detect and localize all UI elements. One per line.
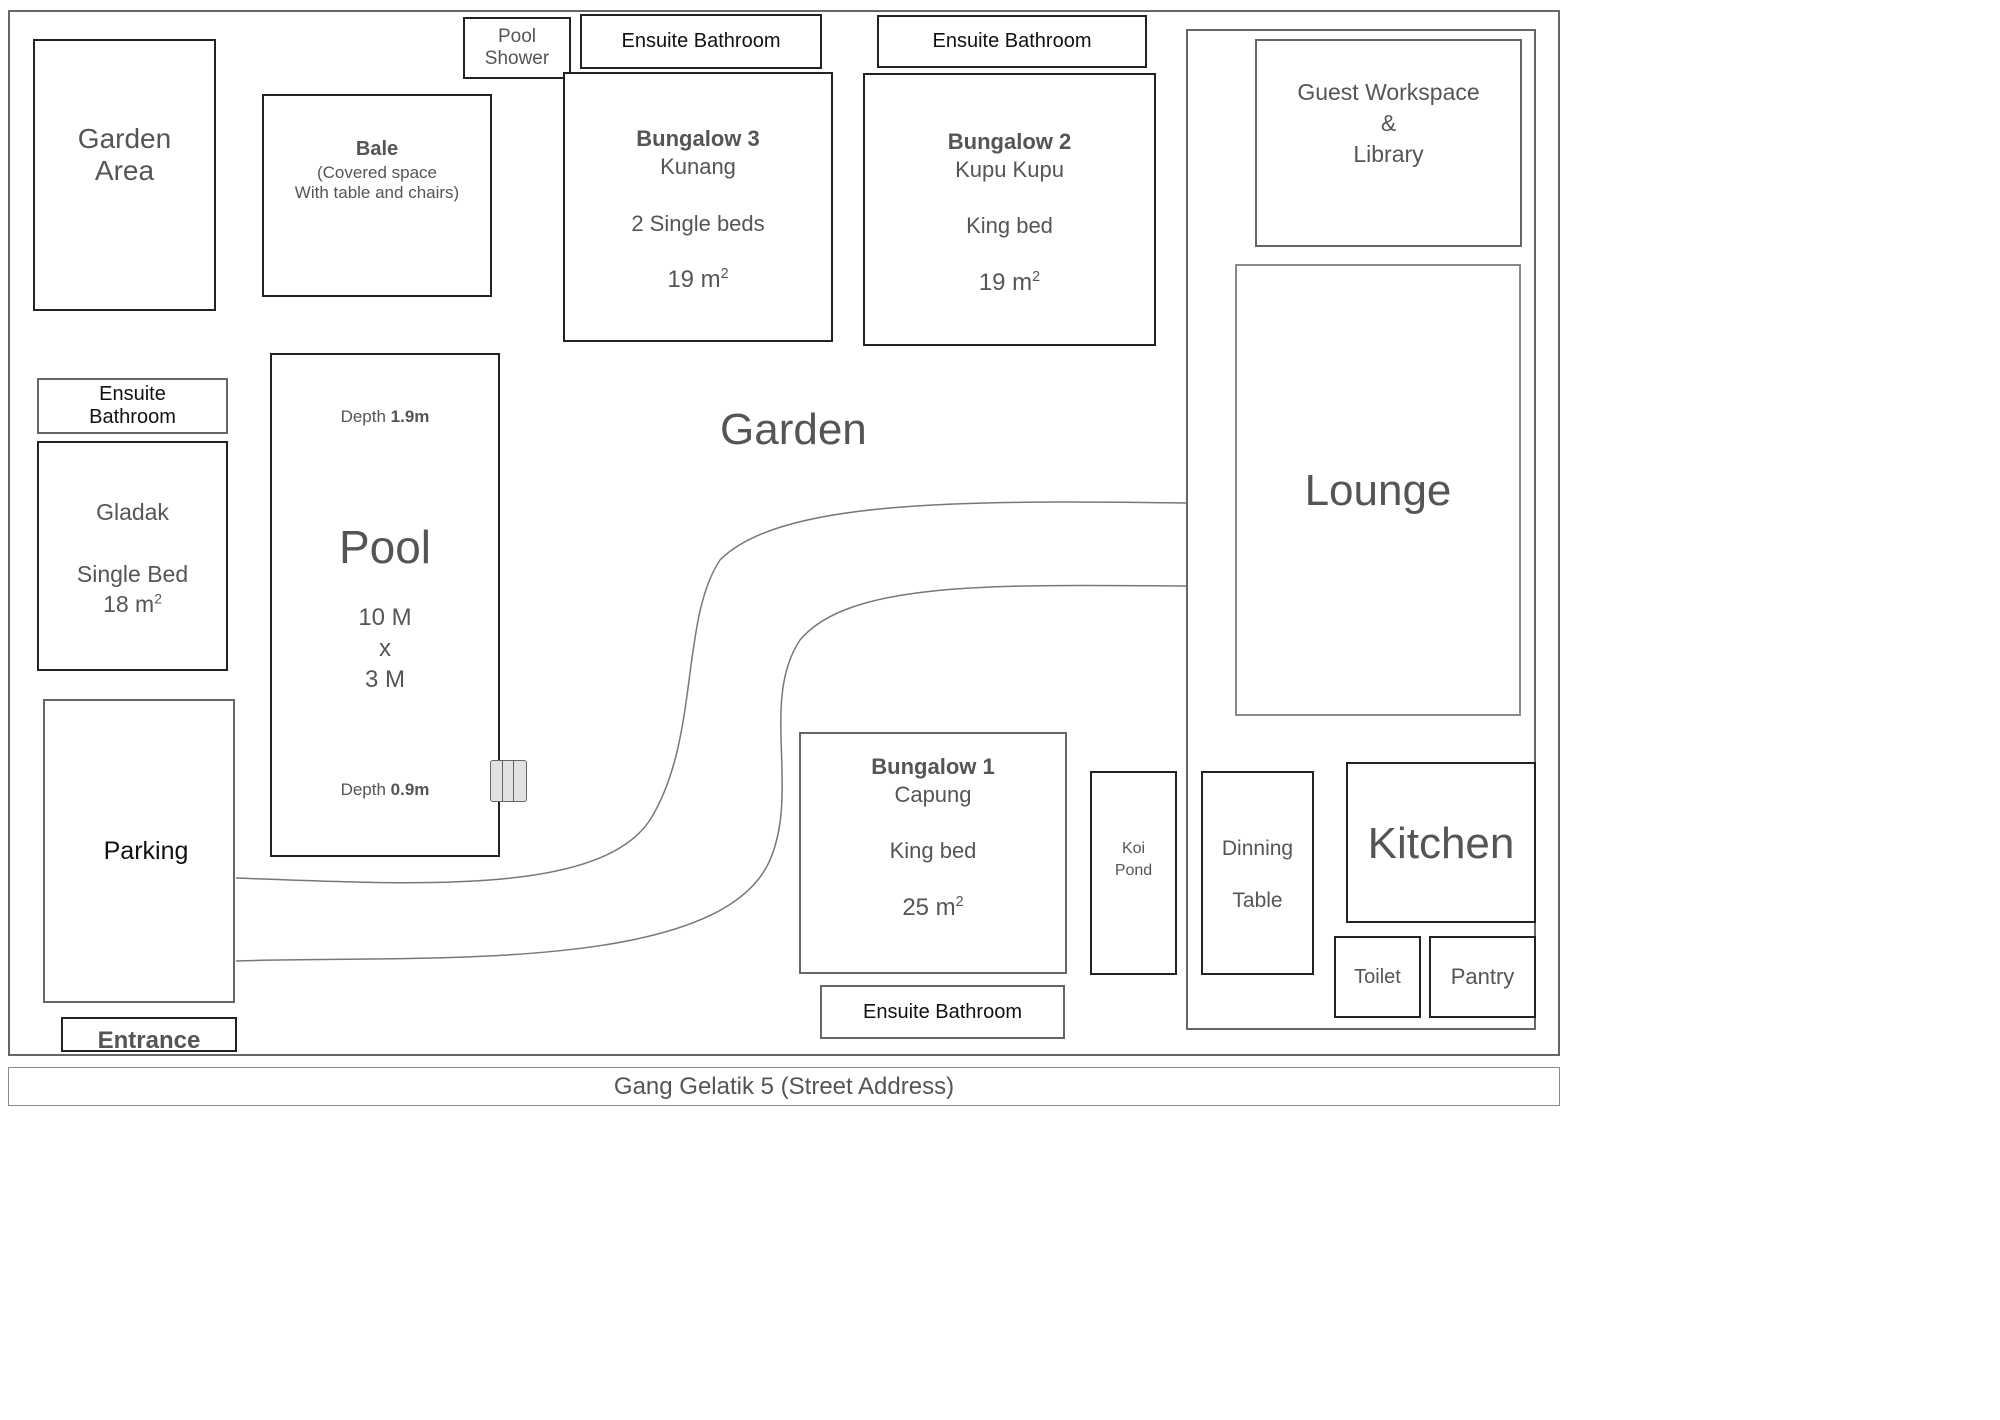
gladak-beds: Single Bed [76, 561, 189, 587]
parking-label: Parking [103, 837, 189, 865]
entrance: Entrance [61, 1017, 237, 1052]
gladak-area: 18 m2 [39, 591, 226, 618]
bale: Bale (Covered space With table and chair… [262, 94, 492, 297]
bungalow2-area-sup: 2 [1032, 269, 1041, 285]
bungalow1-title: Bungalow 1 [871, 754, 995, 779]
pool-length: 10 M [358, 604, 412, 631]
gladak-name: Gladak [96, 499, 169, 525]
pool-depth-bottom-label: Depth [340, 780, 391, 799]
guest-workspace-label-3: Library [1353, 140, 1424, 167]
bungalow2-ensuite-bathroom: Ensuite Bathroom [877, 15, 1147, 68]
pool-width: 3 M [364, 666, 405, 693]
bale-desc-1: (Covered space [316, 163, 437, 182]
dining-table: Dinning Table [1201, 771, 1314, 975]
parking: Parking [43, 699, 235, 1003]
bungalow2-area: 19 m2 [865, 269, 1154, 297]
bungalow1-name: Capung [894, 782, 972, 807]
bungalow2-beds: King bed [966, 213, 1053, 238]
lounge: Lounge [1235, 264, 1521, 716]
pool-depth-bottom: Depth 0.9m [272, 780, 498, 800]
bungalow1-ensuite-bathroom: Ensuite Bathroom [820, 985, 1065, 1039]
bungalow1: Bungalow 1 Capung King bed 25 m2 [799, 732, 1067, 974]
bungalow2-title: Bungalow 2 [947, 129, 1072, 154]
bungalow2-area-value: 19 m [978, 269, 1033, 296]
kitchen-label: Kitchen [1367, 819, 1515, 868]
bungalow2-name: Kupu Kupu [955, 157, 1064, 182]
bungalow2: Bungalow 2 Kupu Kupu King bed 19 m2 [863, 73, 1156, 346]
gladak-bathroom-label-2: Bathroom [89, 406, 176, 428]
bungalow1-area-value: 25 m [902, 894, 956, 921]
bungalow3-ensuite-bathroom: Ensuite Bathroom [580, 14, 822, 69]
bungalow1-bathroom-label: Ensuite Bathroom [863, 1000, 1022, 1023]
pool-shower-label-1: Pool [497, 26, 537, 47]
garden-area-label-2: Area [94, 155, 155, 186]
garden-label: Garden [720, 405, 867, 454]
kitchen: Kitchen [1346, 762, 1536, 923]
dining-label-1: Dinning [1221, 837, 1294, 860]
pool-shower-label-2: Shower [484, 48, 550, 69]
pool-title: Pool [338, 521, 432, 573]
guest-workspace-label-2: & [1380, 109, 1397, 136]
pool-shower: Pool Shower [463, 17, 571, 79]
bungalow3-area-value: 19 m [667, 266, 721, 293]
bungalow3-name: Kunang [660, 154, 736, 179]
bungalow3-title: Bungalow 3 [636, 126, 760, 151]
main-house [1186, 29, 1536, 1030]
bungalow1-area-sup: 2 [955, 894, 964, 910]
street-address: Gang Gelatik 5 (Street Address) [8, 1067, 1560, 1106]
bungalow3-beds: 2 Single beds [631, 211, 765, 236]
lounge-label: Lounge [1304, 466, 1452, 515]
bungalow2-bathroom-label: Ensuite Bathroom [932, 30, 1092, 52]
koi-pond-label-1: Koi [1121, 840, 1146, 857]
garden-area: Garden Area [33, 39, 216, 311]
street-address-label: Gang Gelatik 5 (Street Address) [613, 1072, 955, 1100]
bungalow3-area-sup: 2 [720, 266, 729, 282]
pool-depth-top-label: Depth [340, 407, 391, 426]
bale-desc-2: With table and chairs) [294, 183, 460, 202]
garden-area-label-1: Garden [77, 123, 172, 154]
pool: Depth 1.9m Pool 10 M x 3 M Depth 0.9m [270, 353, 500, 857]
koi-pond-label-2: Pond [1114, 862, 1153, 879]
bungalow1-area: 25 m2 [801, 894, 1065, 922]
koi-pond: Koi Pond [1090, 771, 1177, 975]
dining-label-2: Table [1232, 889, 1283, 912]
toilet: Toilet [1334, 936, 1421, 1018]
gladak-area-sup: 2 [154, 591, 162, 607]
pool-steps [490, 760, 527, 802]
gladak-area-value: 18 m [103, 591, 155, 617]
bale-title: Bale [355, 138, 399, 160]
garden-path [235, 501, 1188, 962]
pantry: Pantry [1429, 936, 1536, 1018]
toilet-label: Toilet [1354, 965, 1401, 988]
pool-depth-top-value: 1.9m [390, 407, 430, 426]
gladak: Gladak Single Bed 18 m2 [37, 441, 228, 671]
guest-workspace-label-1: Guest Workspace [1297, 78, 1480, 105]
pool-by: x [379, 635, 391, 662]
bungalow3: Bungalow 3 Kunang 2 Single beds 19 m2 [563, 72, 833, 342]
entrance-label: Entrance [97, 1027, 201, 1052]
guest-workspace-library: Guest Workspace & Library [1255, 39, 1522, 247]
bungalow3-bathroom-label: Ensuite Bathroom [621, 30, 781, 52]
bungalow1-beds: King bed [889, 838, 977, 863]
gladak-bathroom-label-1: Ensuite [99, 383, 166, 405]
pool-depth-bottom-value: 0.9m [390, 780, 430, 799]
bungalow3-area: 19 m2 [565, 266, 831, 294]
pantry-label: Pantry [1450, 964, 1515, 989]
pool-depth-top: Depth 1.9m [272, 407, 498, 427]
gladak-ensuite-bathroom: Ensuite Bathroom [37, 378, 228, 434]
